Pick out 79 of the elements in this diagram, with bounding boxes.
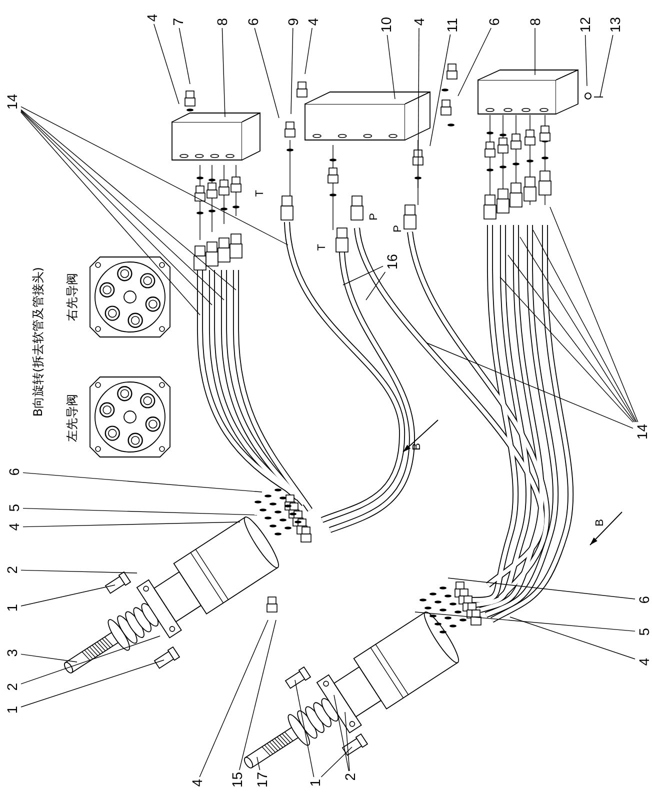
callout-number: 1: [5, 706, 19, 714]
leader-line: [534, 28, 536, 76]
leader-line: [154, 24, 180, 104]
callout-number: 11: [445, 18, 459, 32]
leader-line: [199, 620, 268, 778]
leader-line: [510, 616, 636, 660]
leader-line: [22, 508, 258, 516]
port-letter: T: [254, 190, 266, 196]
leader-line: [254, 28, 280, 118]
callout-number: 2: [5, 566, 19, 574]
callout-number: 4: [412, 18, 426, 26]
leader-line: [334, 694, 350, 772]
leader-line: [448, 578, 636, 600]
leader-line: [22, 472, 262, 492]
leader-line: [320, 746, 352, 778]
leader-line: [22, 522, 240, 528]
callout-number: 4: [637, 658, 651, 666]
leader-line: [20, 570, 138, 574]
leader-line: [386, 34, 396, 100]
leader-line: [20, 654, 78, 662]
valve-face-caption: 左先导阀: [66, 394, 78, 442]
leader-line: [500, 276, 634, 423]
callout-number: 7: [171, 18, 185, 26]
callout-number: 4: [145, 14, 159, 22]
view-caption: B向旋转(拆去软管及管接头): [32, 267, 44, 417]
leader-line: [304, 28, 312, 74]
callout-number: 14: [635, 424, 649, 440]
callout-number: 2: [343, 773, 357, 781]
callout-number: 17: [255, 772, 269, 788]
leader-line: [430, 34, 451, 146]
leader-line: [294, 680, 314, 778]
callout-number: 8: [215, 18, 229, 26]
callout-number: 8: [528, 18, 542, 26]
port-letter: T: [316, 244, 328, 250]
callout-number: 12: [578, 17, 592, 33]
callout-number: 1: [5, 604, 19, 612]
leader-line: [256, 756, 260, 770]
callout-number: 15: [230, 772, 244, 788]
callout-number: 1: [308, 779, 322, 787]
leader-line: [344, 712, 350, 772]
leader-line: [20, 660, 164, 708]
leader-line: [290, 28, 294, 114]
leader-line: [418, 28, 420, 188]
leader-line: [584, 34, 588, 86]
callout-number: 5: [637, 628, 651, 636]
callout-number: 6: [246, 18, 260, 26]
leader-line: [458, 28, 492, 96]
callout-number: 4: [190, 779, 204, 787]
callout-number: 5: [7, 504, 21, 512]
callout-number: 4: [7, 523, 21, 531]
leader-line: [20, 106, 288, 246]
leader-line: [178, 28, 190, 84]
leader-line: [508, 254, 635, 422]
leader-line: [600, 34, 614, 98]
leader-line: [426, 342, 634, 429]
callout-number: 10: [379, 17, 393, 33]
leader-line: [550, 206, 638, 422]
callout-number: 3: [5, 649, 19, 657]
callout-number: 13: [608, 17, 622, 33]
port-letter: P: [368, 212, 380, 220]
leader-line: [20, 636, 160, 684]
valve-face-caption: 右先导阀: [66, 273, 78, 321]
callout-number: 2: [5, 683, 19, 691]
callout-number: 6: [7, 468, 21, 476]
callout-number: 9: [286, 18, 300, 26]
port-letter: P: [392, 224, 404, 232]
callout-number: 14: [5, 94, 19, 110]
leader-line: [342, 266, 384, 286]
leader-line: [222, 28, 226, 118]
view-letter: B: [412, 442, 422, 450]
callout-number: 4: [306, 18, 320, 26]
leader-line: [239, 620, 276, 770]
callout-number: 6: [637, 596, 651, 604]
callout-number: 16: [385, 254, 399, 270]
view-letter: B: [594, 518, 606, 526]
leader-line: [414, 612, 636, 632]
leader-line: [20, 584, 116, 606]
callout-number: 6: [487, 18, 501, 26]
leader-line: [366, 272, 386, 300]
